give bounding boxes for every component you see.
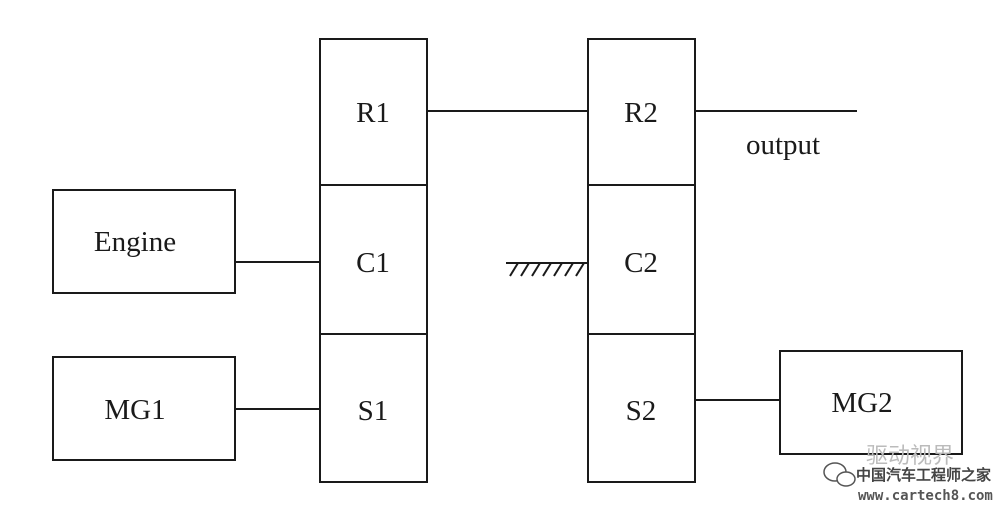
planetary-set-2: R2 C2 S2 <box>587 38 696 483</box>
r1-cell <box>319 38 428 186</box>
output-label: output <box>746 129 820 161</box>
r2-cell <box>587 38 696 186</box>
watermark-brand-text: 中国汽车工程师之家 <box>856 466 991 484</box>
mg1-label: MG1 <box>104 394 165 426</box>
r1-label: R1 <box>356 97 390 129</box>
engine-label: Engine <box>94 226 176 258</box>
ground-hatch-icon <box>506 262 588 277</box>
c2-label: C2 <box>624 247 658 279</box>
watermark-url: www.cartech8.com <box>858 488 993 504</box>
wechat-logo-icon <box>823 462 856 487</box>
c1-label: C1 <box>356 247 390 279</box>
mg1-block: MG1 <box>52 356 236 461</box>
planetary-set-1: R1 C1 S1 <box>319 38 428 483</box>
s1-cell <box>319 333 428 483</box>
s2-cell <box>587 333 696 483</box>
c2-cell <box>587 184 696 335</box>
s1-label: S1 <box>358 395 389 427</box>
watermark-faint-text: 驱动视界 <box>866 444 954 469</box>
engine-block: Engine <box>52 189 236 294</box>
mg2-label: MG2 <box>831 387 892 419</box>
r2-label: R2 <box>624 97 658 129</box>
c1-cell <box>319 184 428 335</box>
s2-label: S2 <box>626 395 657 427</box>
watermark: 驱动视界 中国汽车工程师之家 www.cartech8.com <box>823 444 993 504</box>
mg2-block: MG2 <box>779 350 963 455</box>
